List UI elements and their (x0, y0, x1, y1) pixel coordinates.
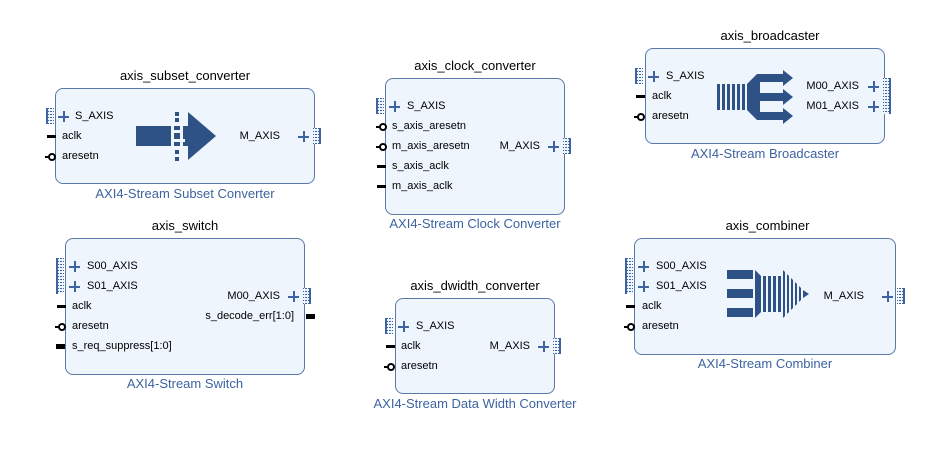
clock-pin-icon[interactable] (57, 305, 66, 308)
port-m01-axis[interactable]: M01_AXIS (806, 100, 859, 112)
bus-interface-icon[interactable] (635, 68, 643, 84)
expand-plus-icon[interactable] (638, 281, 649, 292)
port-s-axis[interactable]: S_AXIS (666, 70, 705, 82)
block-instance-name: axis_combiner (725, 218, 810, 233)
block-body[interactable]: AXI4-Stream Switch (65, 238, 305, 391)
bus-interface-icon[interactable] (553, 338, 561, 354)
block-axis-switch[interactable]: axis_switch AXI4-Stream Switch S00_AXIS … (40, 216, 330, 396)
bus-interface-icon[interactable] (303, 288, 311, 304)
port-aclk[interactable]: aclk (62, 130, 82, 142)
port-aresetn[interactable]: aresetn (652, 110, 689, 122)
port-m-axis-aresetn[interactable]: m_axis_aresetn (392, 140, 470, 152)
expand-plus-icon[interactable] (298, 131, 309, 142)
broadcaster-fanout-icon (717, 70, 793, 124)
clock-pin-icon[interactable] (626, 305, 635, 308)
clock-pin-icon[interactable] (636, 95, 645, 98)
block-instance-name: axis_dwidth_converter (410, 278, 540, 293)
reset-pin-icon[interactable] (384, 363, 395, 371)
reset-pin-icon[interactable] (45, 153, 56, 161)
expand-plus-icon[interactable] (868, 81, 879, 92)
clock-pin-icon[interactable] (47, 135, 56, 138)
expand-plus-icon[interactable] (398, 321, 409, 332)
expand-plus-icon[interactable] (638, 261, 649, 272)
port-s01-axis[interactable]: S01_AXIS (656, 280, 707, 292)
port-s01-axis[interactable]: S01_AXIS (87, 280, 138, 292)
block-ip-name: AXI4-Stream Clock Converter (389, 216, 561, 231)
block-axis-subset-converter[interactable]: axis_subset_converter AXI4-Stream Subset… (40, 66, 330, 206)
bus-interface-icon[interactable] (625, 258, 633, 294)
block-ip-name: AXI4-Stream Broadcaster (690, 146, 840, 161)
clock-pin-icon[interactable] (386, 345, 395, 348)
bus-interface-icon[interactable] (563, 138, 571, 154)
port-aresetn[interactable]: aresetn (72, 320, 109, 332)
clock-pin-icon[interactable] (377, 165, 386, 168)
subset-converter-arrow-icon (136, 112, 216, 161)
port-m-axis[interactable]: M_AXIS (489, 340, 530, 352)
expand-plus-icon[interactable] (868, 101, 879, 112)
expand-plus-icon[interactable] (648, 71, 659, 82)
port-s-axis-aclk[interactable]: s_axis_aclk (392, 160, 449, 172)
block-instance-name: axis_switch (151, 218, 219, 233)
port-s00-axis[interactable]: S00_AXIS (656, 260, 707, 272)
port-s-axis[interactable]: S_AXIS (407, 100, 446, 112)
port-s-decode-err[interactable]: s_decode_err[1:0] (205, 310, 294, 322)
block-axis-clock-converter[interactable]: axis_clock_converter AXI4-Stream Clock C… (360, 56, 590, 236)
port-s-axis[interactable]: S_AXIS (416, 320, 455, 332)
port-m-axis[interactable]: M_AXIS (823, 290, 864, 302)
port-aresetn[interactable]: aresetn (62, 150, 99, 162)
expand-plus-icon[interactable] (882, 291, 893, 302)
reset-pin-icon[interactable] (376, 143, 387, 151)
port-aclk[interactable]: aclk (652, 90, 672, 102)
block-body[interactable]: AXI4-Stream Subset Converter (55, 88, 315, 201)
block-ip-name: AXI4-Stream Switch (126, 376, 244, 391)
expand-plus-icon[interactable] (389, 101, 400, 112)
bus-interface-icon[interactable] (897, 288, 905, 304)
expand-plus-icon[interactable] (58, 111, 69, 122)
block-axis-dwidth-converter[interactable]: axis_dwidth_converter AXI4-Stream Data W… (355, 276, 595, 416)
combiner-merge-icon (727, 270, 809, 318)
port-aclk[interactable]: aclk (72, 300, 92, 312)
port-aresetn[interactable]: aresetn (401, 360, 438, 372)
port-m00-axis[interactable]: M00_AXIS (227, 290, 280, 302)
block-axis-broadcaster[interactable]: axis_broadcaster AXI4-Stream Broadcaster… (625, 26, 915, 166)
port-s-req-suppress[interactable]: s_req_suppress[1:0] (72, 340, 172, 352)
expand-plus-icon[interactable] (69, 281, 80, 292)
vector-pin-icon[interactable] (56, 344, 65, 349)
port-m-axis-aclk[interactable]: m_axis_aclk (392, 180, 453, 192)
expand-plus-icon[interactable] (69, 261, 80, 272)
expand-plus-icon[interactable] (538, 341, 549, 352)
block-axis-combiner[interactable]: axis_combiner AXI4-Stream Combiner S00_A… (620, 216, 915, 376)
port-m00-axis[interactable]: M00_AXIS (806, 80, 859, 92)
reset-pin-icon[interactable] (55, 323, 66, 331)
expand-plus-icon[interactable] (548, 141, 559, 152)
port-aclk[interactable]: aclk (401, 340, 421, 352)
port-s00-axis[interactable]: S00_AXIS (87, 260, 138, 272)
reset-pin-icon[interactable] (624, 323, 635, 331)
port-s-axis-aresetn[interactable]: s_axis_aresetn (392, 120, 466, 132)
bus-interface-icon[interactable] (883, 78, 891, 114)
bus-interface-icon[interactable] (313, 128, 321, 144)
reset-pin-icon[interactable] (376, 123, 387, 131)
expand-plus-icon[interactable] (288, 291, 299, 302)
port-m-axis[interactable]: M_AXIS (499, 140, 540, 152)
port-aclk[interactable]: aclk (642, 300, 662, 312)
clock-pin-icon[interactable] (377, 185, 386, 188)
block-instance-name: axis_subset_converter (119, 68, 251, 83)
bus-interface-icon[interactable] (385, 318, 393, 334)
bus-interface-icon[interactable] (376, 98, 384, 114)
port-m-axis[interactable]: M_AXIS (239, 130, 280, 142)
bus-interface-icon[interactable] (46, 108, 54, 124)
port-aresetn[interactable]: aresetn (642, 320, 679, 332)
block-instance-name: axis_broadcaster (720, 28, 820, 43)
port-s-axis[interactable]: S_AXIS (75, 110, 114, 122)
vector-pin-icon[interactable] (306, 314, 315, 319)
block-ip-name: AXI4-Stream Combiner (697, 356, 833, 371)
block-instance-name: axis_clock_converter (414, 58, 536, 73)
block-ip-name: AXI4-Stream Subset Converter (95, 186, 275, 201)
bus-interface-icon[interactable] (56, 258, 64, 294)
reset-pin-icon[interactable] (634, 113, 645, 121)
block-body[interactable]: AXI4-Stream Data Width Converter (373, 298, 577, 411)
block-ip-name: AXI4-Stream Data Width Converter (373, 396, 577, 411)
